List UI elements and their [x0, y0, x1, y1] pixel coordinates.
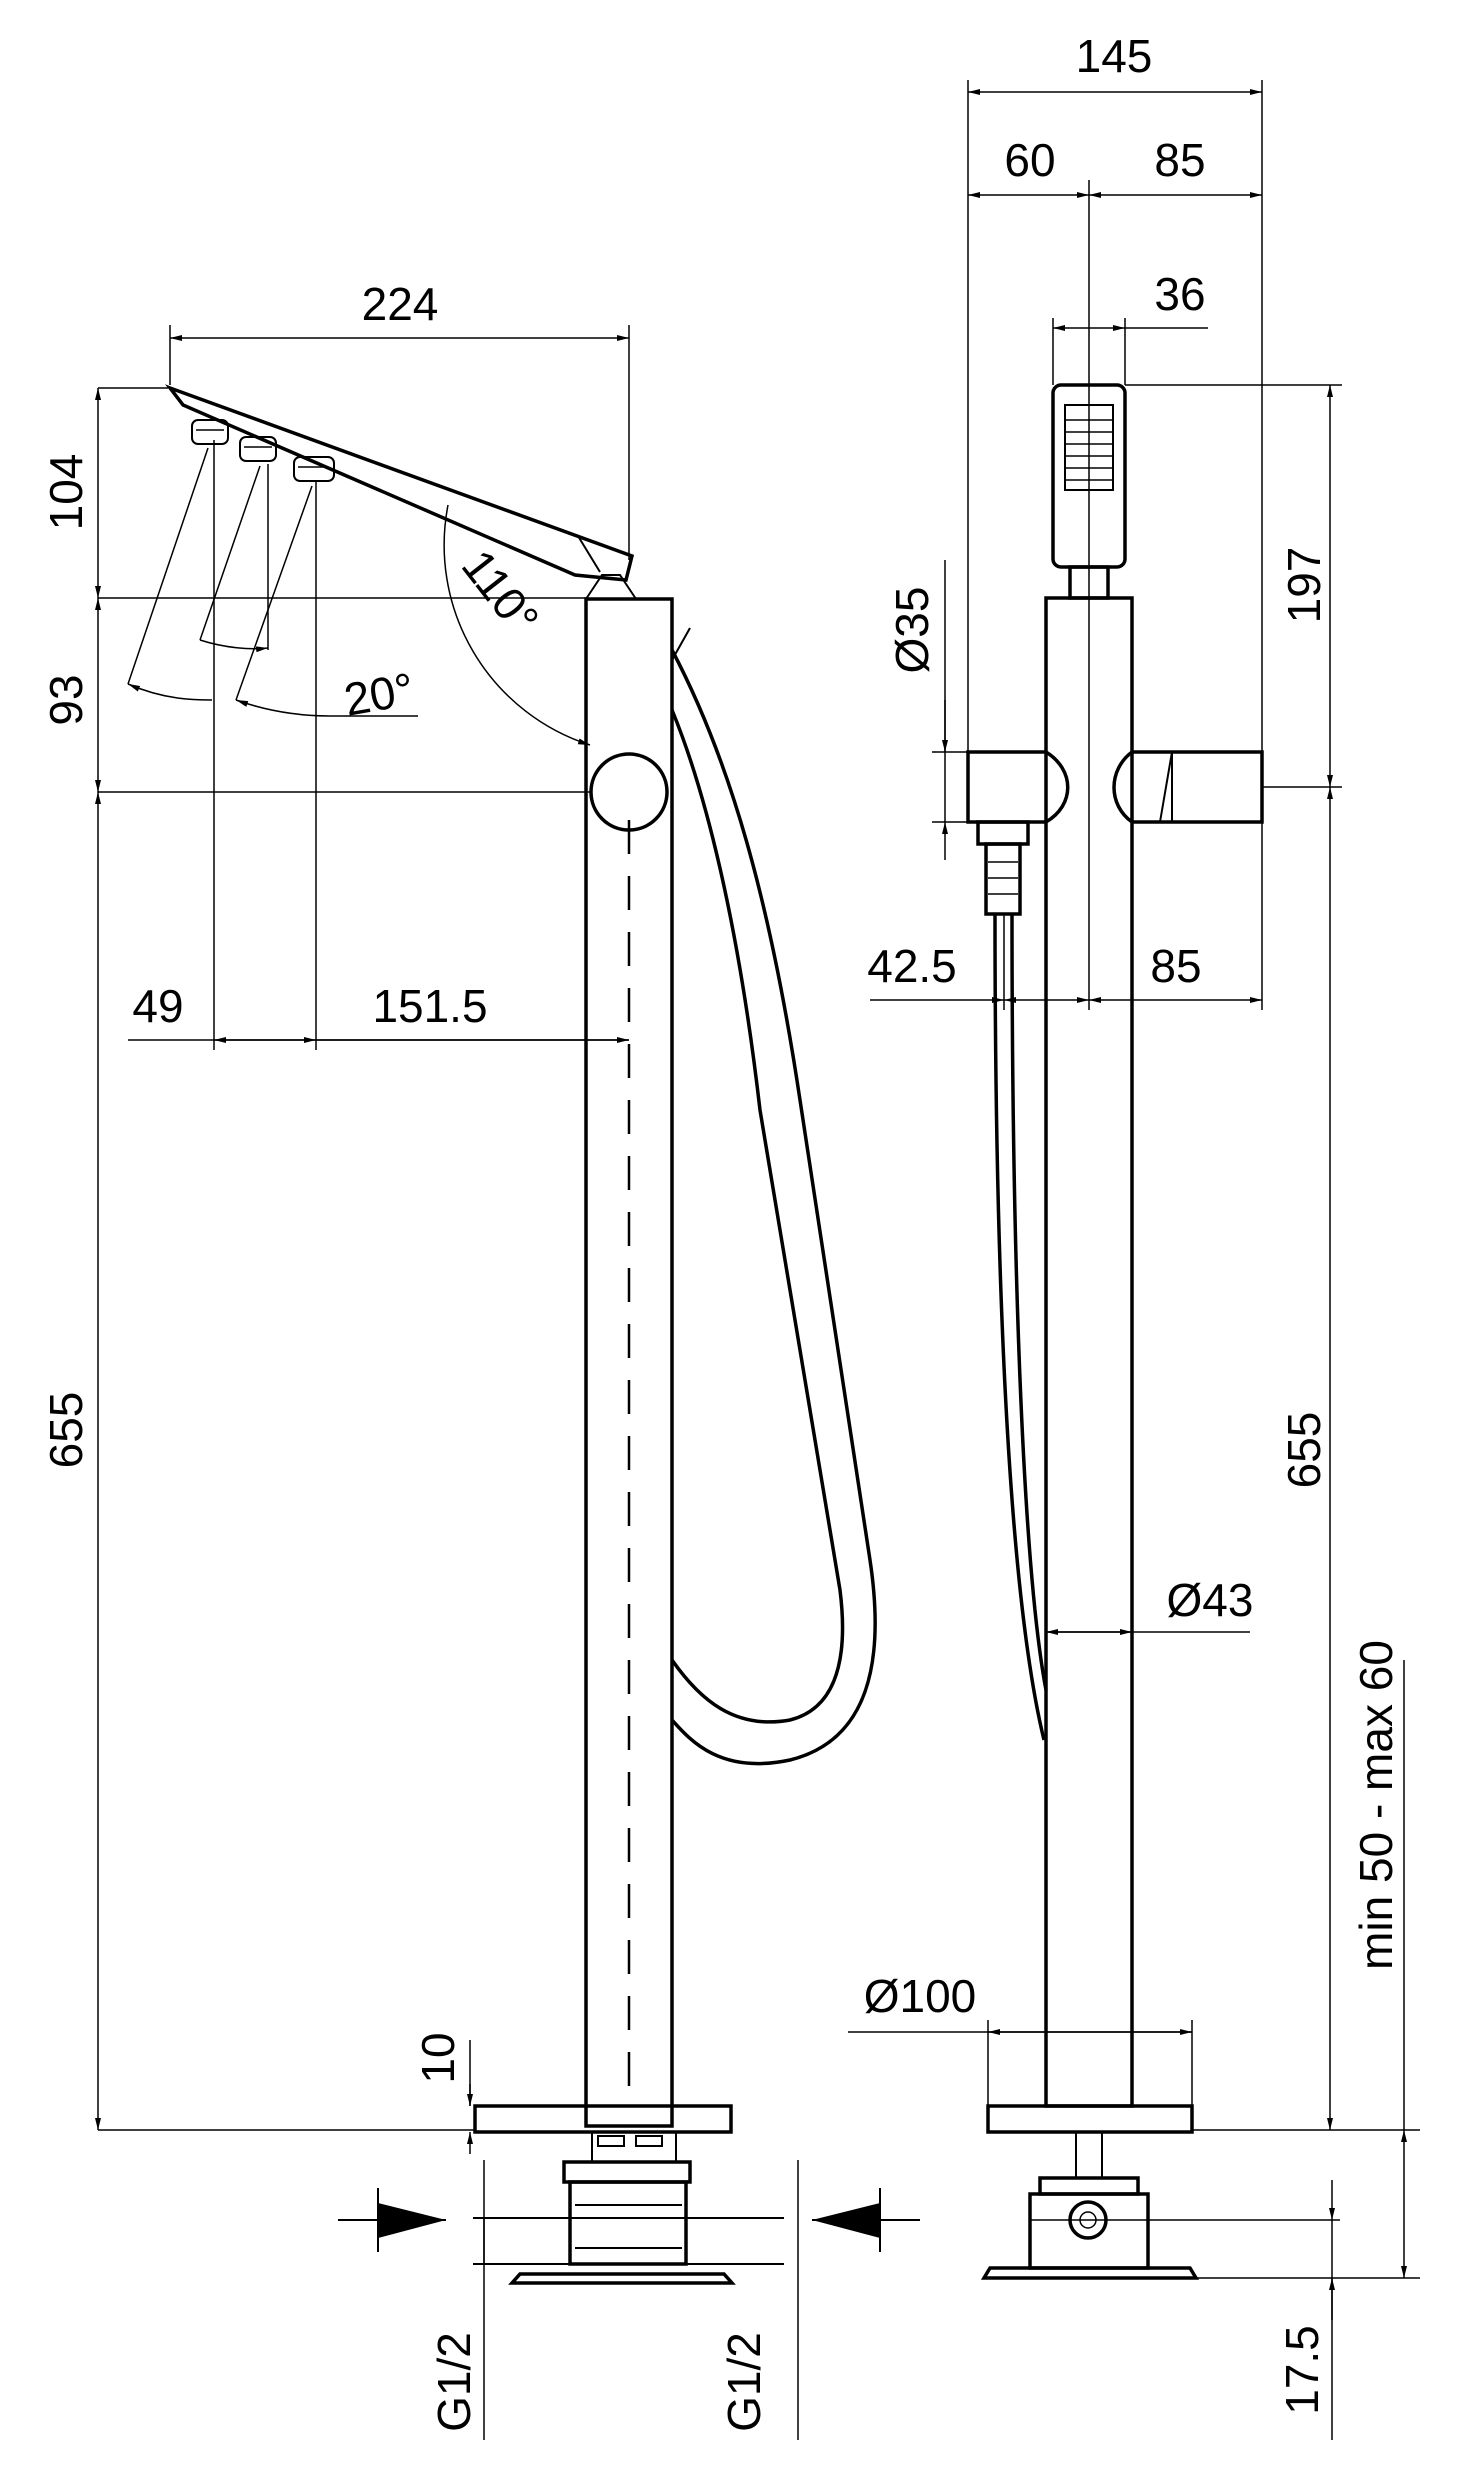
- left-side-view: 224 104 93 655 110° 20° 49 151.5: [40, 278, 920, 2440]
- dim-85-top: 85: [1154, 134, 1205, 186]
- right-mixer-body: [966, 750, 1070, 824]
- dim-60: 60: [1004, 134, 1055, 186]
- dim-g12-right: G1/2: [718, 2332, 770, 2432]
- dim-151-5: 151.5: [372, 980, 487, 1032]
- right-base-plate: [986, 2104, 1194, 2134]
- dim-36: 36: [1154, 268, 1205, 320]
- dim-10: 10: [412, 2032, 464, 2083]
- left-handle-lever: [164, 384, 635, 582]
- dim-d100: Ø100: [864, 1970, 977, 2022]
- dim-49: 49: [132, 980, 183, 1032]
- dim-85-mid: 85: [1150, 940, 1201, 992]
- left-base-plate: [473, 2104, 733, 2134]
- dim-d35: Ø35: [886, 587, 938, 674]
- left-hose: [670, 649, 877, 1766]
- dim-197: 197: [1278, 547, 1330, 624]
- dim-min-max: min 50 - max 60: [1350, 1640, 1402, 1970]
- left-column: [584, 597, 674, 2128]
- dim-224: 224: [362, 278, 439, 330]
- dim-d43: Ø43: [1167, 1574, 1254, 1626]
- dim-145: 145: [1076, 30, 1153, 82]
- dim-20-angle: 20°: [340, 662, 418, 725]
- dim-104: 104: [40, 454, 92, 531]
- right-hose: [993, 913, 1046, 1741]
- dim-17-5: 17.5: [1276, 2325, 1328, 2415]
- right-front-view: 145 60 85 36 197 Ø35 42.5 85: [848, 30, 1420, 2440]
- left-spray-nozzles: [191, 419, 335, 482]
- dim-g12-left: G1/2: [428, 2332, 480, 2432]
- dim-42-5: 42.5: [867, 940, 957, 992]
- dim-655-left: 655: [40, 1392, 92, 1469]
- left-mixer-knob: [589, 752, 669, 832]
- dim-655-right: 655: [1278, 1412, 1330, 1489]
- dim-93: 93: [40, 674, 92, 725]
